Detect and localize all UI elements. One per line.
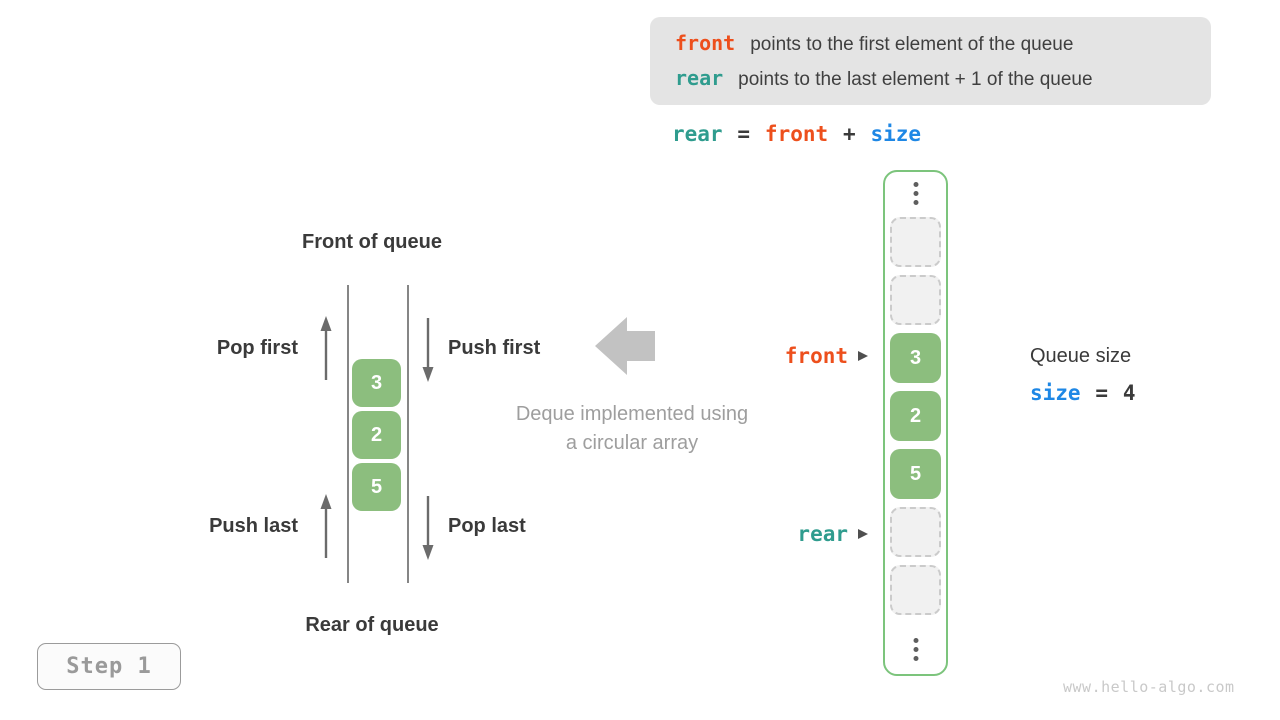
queue-element: 2 (352, 411, 401, 459)
rear-description: points to the last element + 1 of the qu… (738, 69, 1093, 90)
push-first-label: Push first (448, 337, 541, 359)
up-arrow-icon (320, 316, 332, 380)
rear-pointer-label: rear (797, 522, 848, 546)
circular-array-container: 3 2 5 (883, 170, 948, 676)
diagram-caption: Deque implemented using a circular array (482, 400, 782, 458)
legend-line-rear: rear points to the last element + 1 of t… (675, 66, 1211, 91)
queue-element: 5 (352, 463, 401, 511)
caption-line-2: a circular array (565, 432, 699, 454)
array-cell-value: 5 (890, 449, 941, 499)
equation-size: size (870, 122, 922, 146)
size-equation: size = 4 (1030, 381, 1145, 406)
array-cell-value: 3 (890, 333, 941, 383)
size-value: 4 (1122, 381, 1136, 405)
pointer-arrowhead-icon (858, 351, 868, 361)
equation-equals: = (737, 122, 751, 146)
array-cell-value: 2 (890, 391, 941, 441)
down-arrow-icon (422, 318, 434, 382)
equation-rear: rear (672, 122, 723, 146)
rear-keyword: rear (675, 66, 724, 90)
pop-first-label: Pop first (216, 337, 298, 359)
pointer-equation: rear = front + size (672, 122, 921, 147)
legend-line-front: front points to the first element of the… (675, 31, 1211, 56)
down-arrow-icon (422, 496, 434, 560)
equation-plus: + (842, 122, 856, 146)
pointer-legend-box: front points to the first element of the… (650, 17, 1211, 105)
step-badge: Step 1 (37, 643, 181, 690)
size-equals: = (1095, 381, 1109, 405)
left-block-arrow-icon (595, 317, 655, 375)
up-arrow-icon (320, 494, 332, 558)
ellipsis-icon (913, 638, 918, 661)
queue-size-title: Queue size (1030, 345, 1132, 367)
front-pointer: front (785, 344, 868, 368)
queue-channel-right-line (407, 285, 409, 583)
size-variable: size (1030, 381, 1081, 405)
queue-element: 3 (352, 359, 401, 407)
array-cell-empty (890, 507, 941, 557)
watermark: www.hello-algo.com (1063, 678, 1235, 696)
caption-line-1: Deque implemented using (515, 403, 749, 425)
ellipsis-icon (913, 182, 918, 205)
pop-last-label: Pop last (448, 515, 526, 537)
array-cell-empty (890, 217, 941, 267)
equation-front: front (764, 122, 829, 146)
pointer-arrowhead-icon (858, 529, 868, 539)
push-last-label: Push last (209, 515, 298, 537)
array-cell-empty (890, 565, 941, 615)
front-keyword: front (675, 31, 736, 55)
front-description: points to the first element of the queue (750, 34, 1074, 55)
rear-of-queue-label: Rear of queue (305, 614, 439, 636)
queue-channel-left-line (347, 285, 349, 583)
front-of-queue-label: Front of queue (302, 231, 442, 253)
rear-pointer: rear (797, 522, 868, 546)
array-cell-empty (890, 275, 941, 325)
front-pointer-label: front (784, 344, 848, 368)
